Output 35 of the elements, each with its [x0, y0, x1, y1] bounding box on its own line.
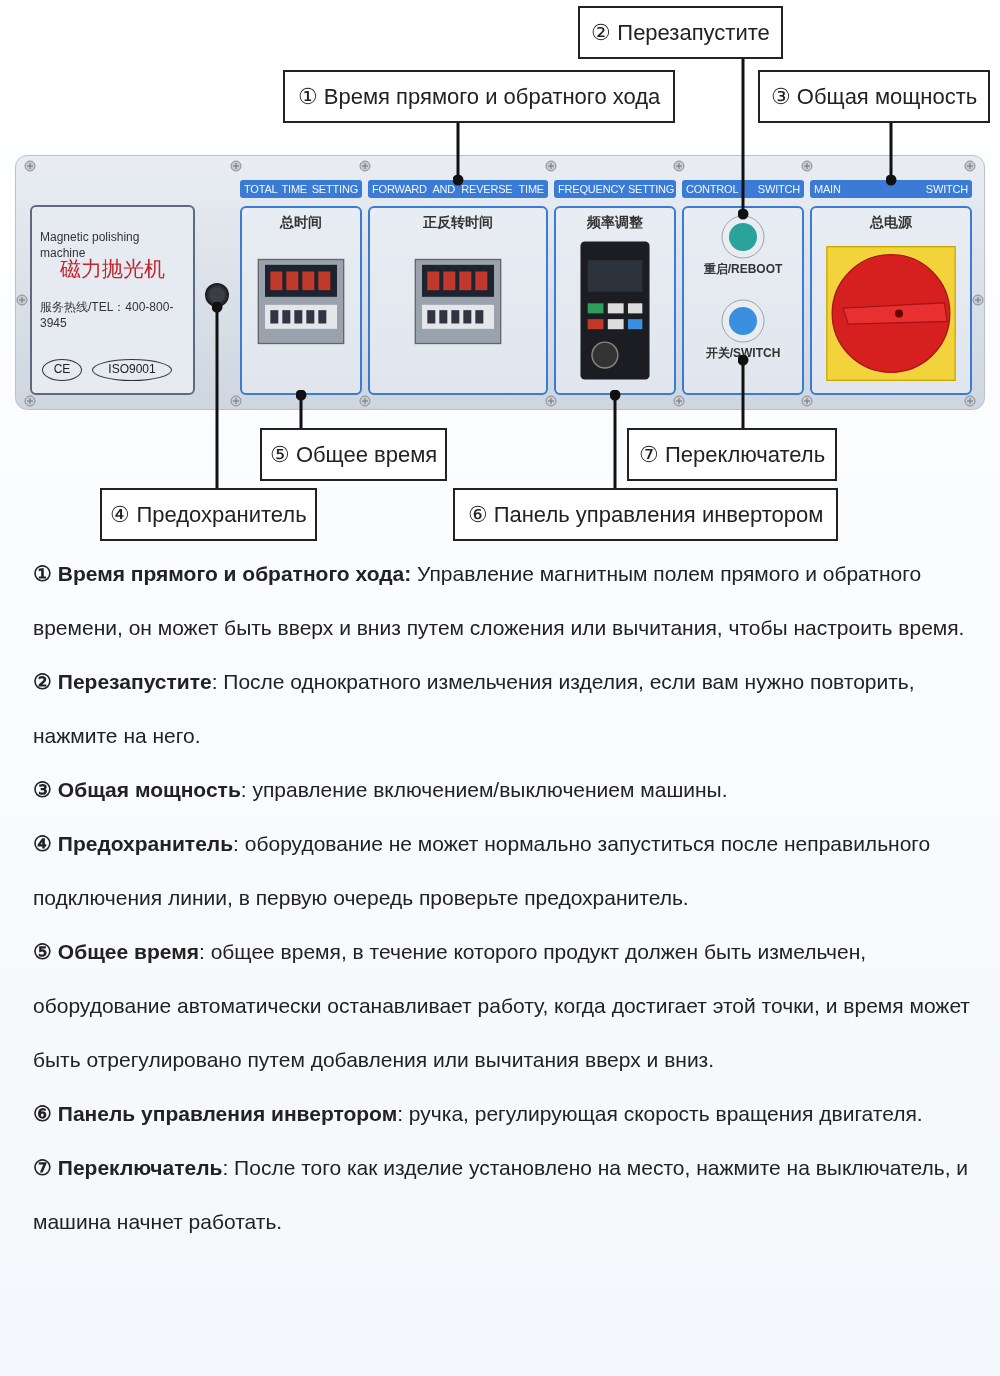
- leader-line: [295, 389, 307, 428]
- label-strip: FREQUENCY SETTING: [554, 180, 676, 198]
- description-paragraph: ⑥ Панель управления инвертором: ручка, регулирующая скорость вращения двигателя.: [33, 1101, 924, 1127]
- section-heading: 总时间: [278, 214, 323, 232]
- section-heading: 总电源: [868, 214, 913, 232]
- description-paragraph: ⑤ Общее время: общее время, в течение которого продукт должен быть измельчен, оборудование автоматически останавливает работу, когда достигает этой точки, и время может быть отрегулировано путем добавления или вычитания вверх и вниз.: [33, 939, 971, 1073]
- description-paragraph: ② Перезапустите: После однократного измельчения изделия, если вам нужно повторить, нажмите на него.: [33, 669, 916, 749]
- leader-line: [885, 123, 897, 186]
- description-paragraph: ④ Предохранитель: оборудование не может нормально запуститься после неправильного подключения линии, в первую очередь проверьте предохранитель.: [33, 831, 932, 911]
- callout-box: ⑤ Общее время: [260, 428, 447, 481]
- label-strip: MAIN SWITCH: [810, 180, 972, 198]
- callout-box: ② Перезапустите: [578, 6, 783, 59]
- description-paragraph: ③ Общая мощность: управление включением/выключением машины.: [33, 777, 729, 803]
- button-label: 重启/REBOOT: [702, 261, 784, 278]
- leader-line: [452, 123, 464, 186]
- nameplate-text: 服务热线/TEL：400-800-3945: [40, 299, 175, 332]
- callout-box: ① Время прямого и обратного хода: [283, 70, 675, 123]
- section-heading: 正反转时间: [422, 214, 494, 232]
- label-strip: TOTAL TIME SETTING: [240, 180, 362, 198]
- label-strip: FORWARD AND REVERSE TIME: [368, 180, 548, 198]
- callout-box: ③ Общая мощность: [758, 70, 990, 123]
- leader-line: [737, 59, 749, 220]
- nameplate-text: 磁力抛光机: [59, 257, 166, 282]
- leader-line: [609, 389, 621, 488]
- description-paragraph: ① Время прямого и обратного хода: Управление магнитным полем прямого и обратного времени, он может быть вверх и вниз путем сложения или вычитания, чтобы настроить время.: [33, 561, 966, 641]
- callout-box: ⑥ Панель управления инвертором: [453, 488, 838, 541]
- callout-box: ⑦ Переключатель: [627, 428, 837, 481]
- description-paragraph: ⑦ Переключатель: После того как изделие установлено на место, нажмите на выключатель, и машина начнет работать.: [33, 1155, 970, 1235]
- label-strip: CONTROL SWITCH: [682, 180, 804, 198]
- callout-box: ④ Предохранитель: [100, 488, 317, 541]
- section-heading: 频率调整: [586, 214, 644, 232]
- leader-line: [737, 354, 749, 428]
- leader-line: [211, 301, 223, 488]
- nameplate: [30, 205, 195, 395]
- button-label: 开关/SWITCH: [704, 345, 782, 362]
